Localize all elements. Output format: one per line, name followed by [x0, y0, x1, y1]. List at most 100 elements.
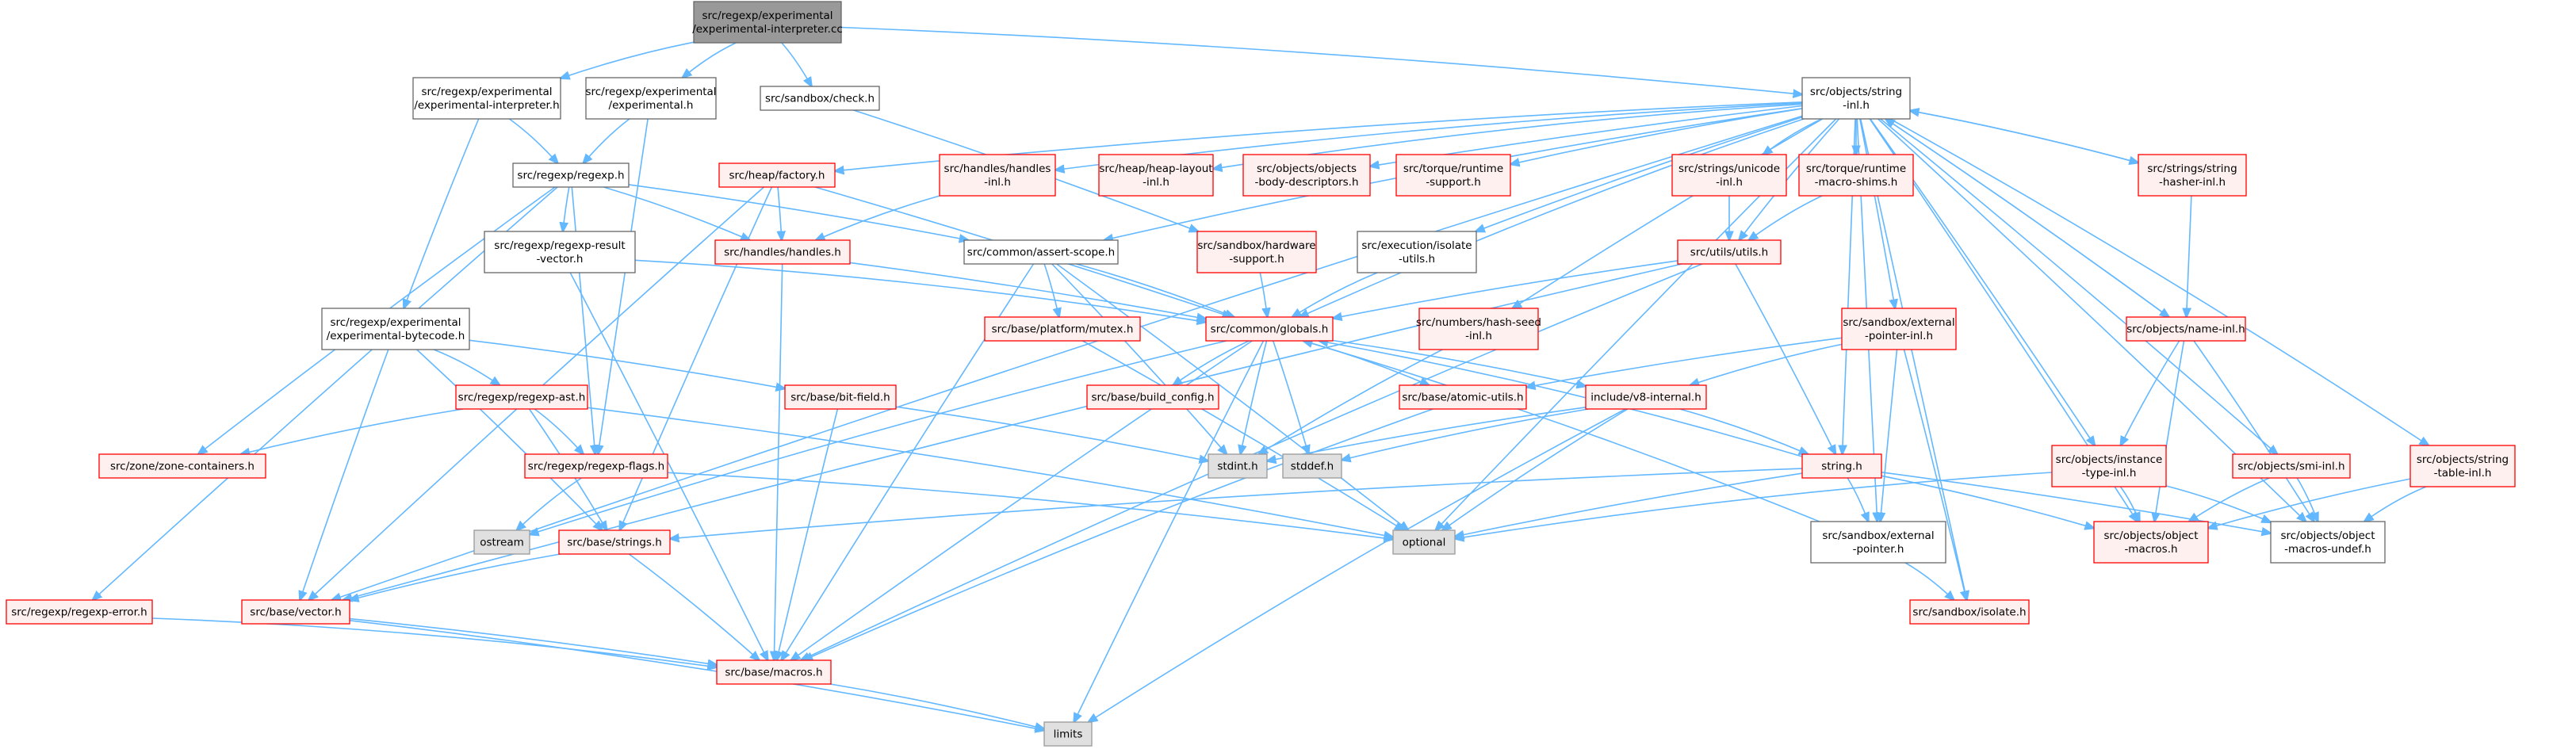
node-exp-h[interactable]: src/regexp/experimental/experimental.h — [585, 77, 717, 120]
node-base-macros[interactable]: src/base/macros.h — [716, 659, 832, 685]
node-box[interactable] — [784, 384, 897, 410]
node-box[interactable] — [484, 231, 636, 273]
node-box[interactable] — [1671, 154, 1787, 197]
node-box[interactable] — [718, 162, 836, 188]
node-heap-factory[interactable]: src/heap/factory.h — [718, 162, 836, 188]
node-box[interactable] — [963, 239, 1119, 265]
node-box[interactable] — [321, 308, 470, 350]
node-box[interactable] — [2409, 445, 2516, 487]
node-zone-containers[interactable]: src/zone/zone-containers.h — [98, 453, 266, 479]
node-utils-h[interactable]: src/utils/utils.h — [1677, 239, 1782, 265]
node-box[interactable] — [939, 154, 1056, 197]
node-regexp-ast[interactable]: src/regexp/regexp-ast.h — [455, 384, 588, 410]
node-name-inl[interactable]: src/objects/name-inl.h — [2126, 316, 2246, 342]
node-box[interactable] — [1098, 154, 1214, 197]
node-box[interactable] — [1909, 599, 2030, 625]
node-base-strings[interactable]: src/base/strings.h — [558, 529, 671, 555]
node-platform-mutex[interactable]: src/base/platform/mutex.h — [984, 316, 1141, 342]
node-box[interactable] — [1801, 77, 1911, 120]
node-box[interactable] — [1357, 231, 1477, 273]
node-stddef[interactable]: stddef.h — [1282, 453, 1342, 479]
node-heap-layout[interactable]: src/heap/heap-layout-inl.h — [1098, 154, 1214, 197]
node-atomic-utils[interactable]: src/base/atomic-utils.h — [1399, 384, 1527, 410]
node-optional[interactable]: optional — [1392, 529, 1456, 555]
node-obj-macros[interactable]: src/objects/object-macros.h — [2093, 521, 2209, 564]
node-box[interactable] — [1043, 721, 1093, 747]
node-box[interactable] — [714, 239, 851, 265]
node-handles-h[interactable]: src/handles/handles.h — [714, 239, 851, 265]
node-instance-type[interactable]: src/objects/instance-type-inl.h — [2051, 445, 2167, 487]
node-string-inl[interactable]: src/objects/string-inl.h — [1801, 77, 1911, 120]
node-box[interactable] — [1798, 154, 1914, 197]
node-regexp-h[interactable]: src/regexp/regexp.h — [512, 162, 630, 188]
node-hasher-inl[interactable]: src/strings/string-hasher-inl.h — [2138, 154, 2247, 197]
node-limits[interactable]: limits — [1043, 721, 1093, 747]
node-torque-support[interactable]: src/torque/runtime-support.h — [1395, 154, 1511, 197]
node-ostream[interactable]: ostream — [473, 529, 530, 555]
node-exp-interp-h[interactable]: src/regexp/experimental/experimental-int… — [412, 77, 561, 120]
node-assert-scope[interactable]: src/common/assert-scope.h — [963, 239, 1119, 265]
node-box[interactable] — [473, 529, 530, 555]
node-base-vector[interactable]: src/base/vector.h — [241, 599, 350, 625]
node-hw-support[interactable]: src/sandbox/hardware-support.h — [1196, 231, 1317, 273]
node-box[interactable] — [1395, 154, 1511, 197]
node-box[interactable] — [1392, 529, 1456, 555]
node-box[interactable] — [1677, 239, 1782, 265]
node-box[interactable] — [1399, 384, 1527, 410]
node-isolate-utils[interactable]: src/execution/isolate-utils.h — [1357, 231, 1477, 273]
node-handles-inl[interactable]: src/handles/handles-inl.h — [939, 154, 1056, 197]
node-unicode-inl[interactable]: src/strings/unicode-inl.h — [1671, 154, 1787, 197]
node-root[interactable]: src/regexp/experimental/experimental-int… — [692, 1, 843, 44]
node-hash-seed[interactable]: src/numbers/hash-seed-inl.h — [1416, 308, 1541, 350]
node-box[interactable] — [1810, 521, 1946, 564]
node-box[interactable] — [98, 453, 266, 479]
node-obj-macros-undef[interactable]: src/objects/object-macros-undef.h — [2270, 521, 2386, 564]
node-box[interactable] — [984, 316, 1141, 342]
node-regexp-error[interactable]: src/regexp/regexp-error.h — [6, 599, 153, 625]
node-box[interactable] — [2093, 521, 2209, 564]
node-box[interactable] — [412, 77, 561, 120]
node-box[interactable] — [2051, 445, 2167, 487]
node-box[interactable] — [1242, 154, 1371, 197]
node-box[interactable] — [2126, 316, 2246, 342]
node-box[interactable] — [1801, 453, 1882, 479]
node-globals-h[interactable]: src/common/globals.h — [1205, 316, 1334, 342]
node-box[interactable] — [1418, 308, 1539, 350]
node-box[interactable] — [760, 86, 880, 111]
node-box[interactable] — [716, 659, 832, 685]
node-stdint[interactable]: stdint.h — [1208, 453, 1268, 479]
node-box[interactable] — [1205, 316, 1334, 342]
node-regexp-result[interactable]: src/regexp/regexp-result-vector.h — [484, 231, 636, 273]
node-box[interactable] — [2232, 453, 2351, 479]
node-obj-body[interactable]: src/objects/objects-body-descriptors.h — [1242, 154, 1371, 197]
node-box[interactable] — [524, 453, 668, 479]
node-box[interactable] — [1585, 384, 1707, 410]
node-bit-field[interactable]: src/base/bit-field.h — [784, 384, 897, 410]
node-box[interactable] — [558, 529, 671, 555]
node-smi-inl[interactable]: src/objects/smi-inl.h — [2232, 453, 2351, 479]
node-torque-shims[interactable]: src/torque/runtime-macro-shims.h — [1798, 154, 1914, 197]
node-string-table[interactable]: src/objects/string-table-inl.h — [2409, 445, 2516, 487]
node-sandbox-isolate[interactable]: src/sandbox/isolate.h — [1909, 599, 2030, 625]
node-box[interactable] — [1208, 453, 1268, 479]
node-string-h[interactable]: string.h — [1801, 453, 1882, 479]
node-box[interactable] — [241, 599, 350, 625]
node-sandbox-check[interactable]: src/sandbox/check.h — [760, 86, 880, 111]
node-box[interactable] — [2138, 154, 2247, 197]
node-box[interactable] — [2270, 521, 2386, 564]
node-box[interactable] — [1196, 231, 1317, 273]
node-exp-bytecode[interactable]: src/regexp/experimental/experimental-byt… — [321, 308, 470, 350]
node-v8-internal[interactable]: include/v8-internal.h — [1585, 384, 1707, 410]
node-box[interactable] — [455, 384, 588, 410]
node-ext-ptr-inl[interactable]: src/sandbox/external-pointer-inl.h — [1841, 308, 1957, 350]
node-ext-ptr[interactable]: src/sandbox/external-pointer.h — [1810, 521, 1946, 564]
node-regexp-flags[interactable]: src/regexp/regexp-flags.h — [524, 453, 668, 479]
node-box[interactable] — [1086, 384, 1219, 410]
node-box[interactable] — [6, 599, 153, 625]
node-box[interactable] — [512, 162, 630, 188]
node-box[interactable] — [1282, 453, 1342, 479]
node-box[interactable] — [1841, 308, 1957, 350]
node-build-config[interactable]: src/base/build_config.h — [1086, 384, 1219, 410]
node-box[interactable] — [693, 1, 842, 44]
node-box[interactable] — [585, 77, 717, 120]
